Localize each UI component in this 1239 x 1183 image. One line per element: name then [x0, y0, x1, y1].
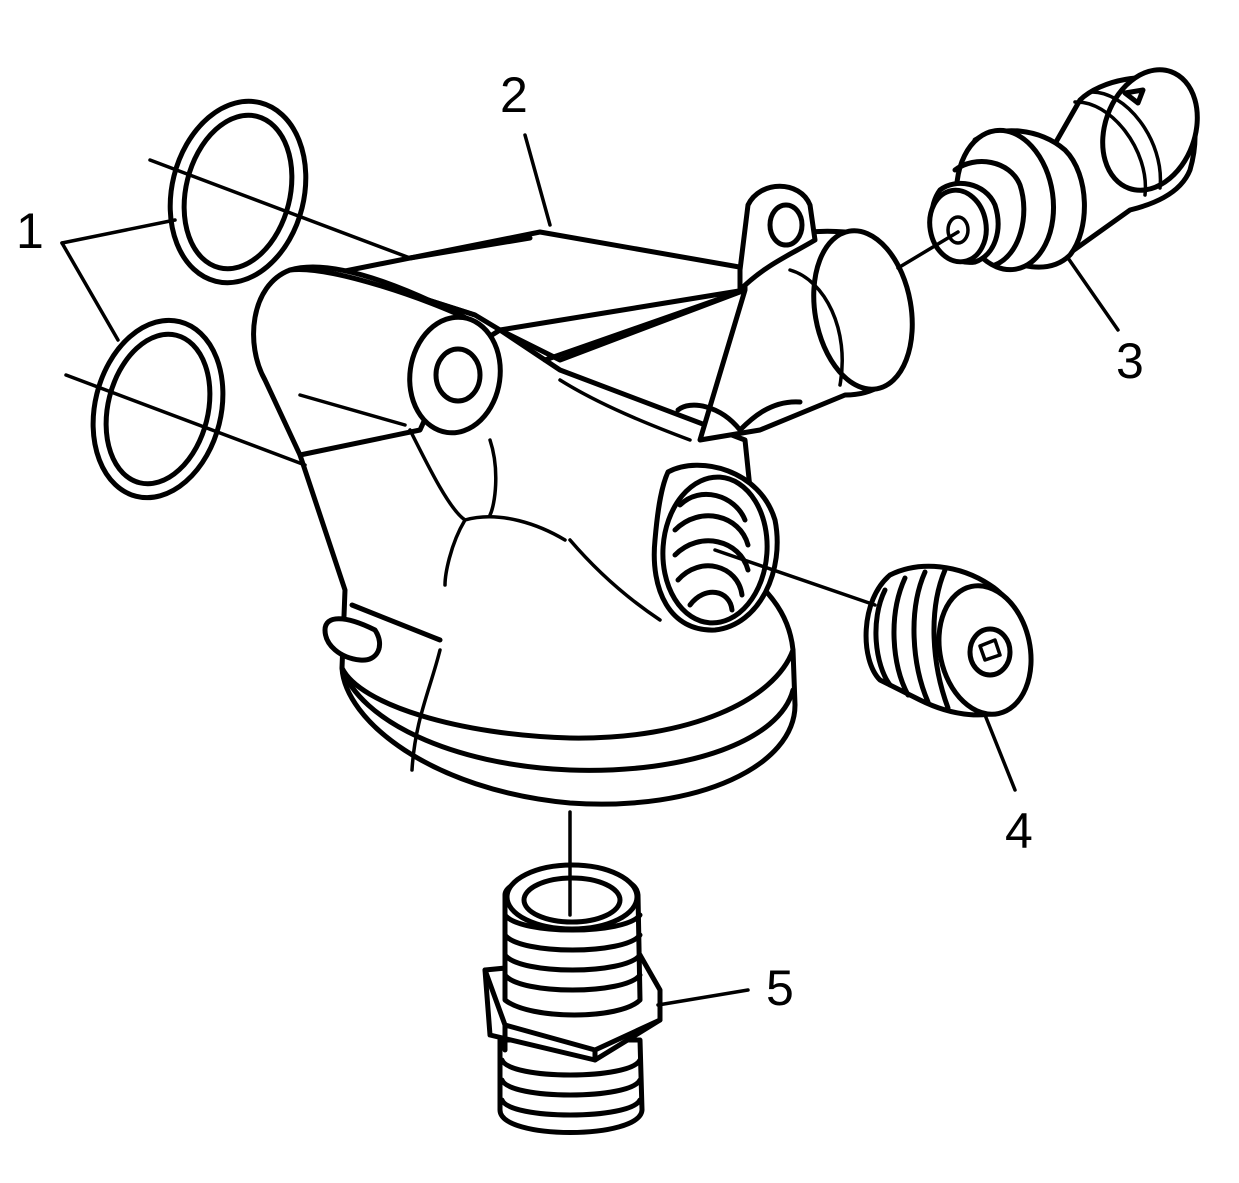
- threaded-plug: [863, 563, 1034, 718]
- filter-housing-body: [251, 183, 915, 807]
- pressure-sensor: [927, 67, 1200, 273]
- callout-1-label: 1: [16, 203, 44, 259]
- adapter-fitting: [482, 862, 663, 1135]
- leader-lines: [60, 133, 1120, 1007]
- callout-2-label: 2: [500, 67, 528, 123]
- callout-4-label: 4: [1005, 803, 1033, 859]
- callout-5-label: 5: [766, 960, 794, 1016]
- callout-3-label: 3: [1116, 333, 1144, 389]
